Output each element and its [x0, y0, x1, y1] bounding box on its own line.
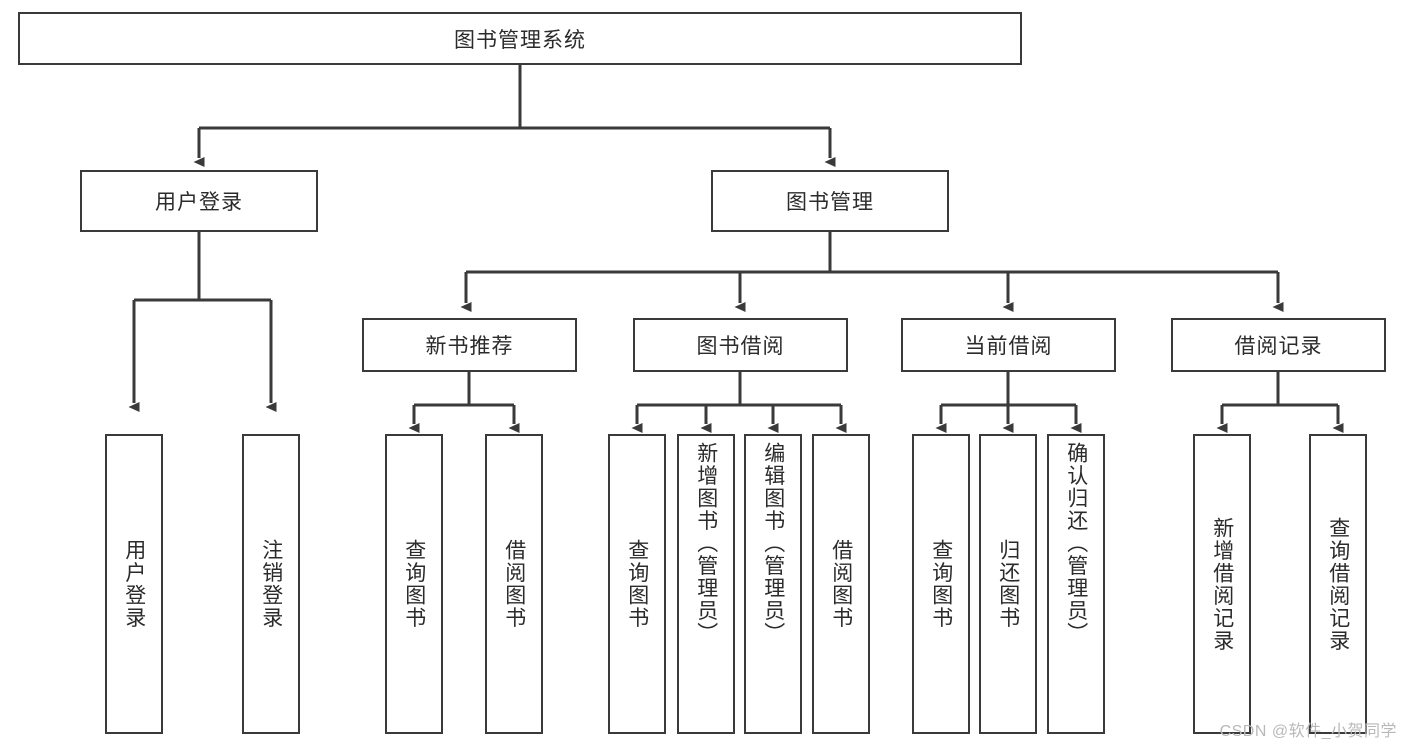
leaf-add-book[interactable]: 新增图书（管理员）	[677, 434, 735, 734]
leaf-edit-book-label: 编辑图书（管理员）	[761, 442, 785, 645]
leaf-logout-label: 注销登录	[259, 539, 283, 629]
leaf-borrow-book-a-label: 借阅图书	[502, 539, 526, 629]
node-borrow-record[interactable]: 借阅记录	[1171, 318, 1386, 372]
leaf-borrow-book-b[interactable]: 借阅图书	[812, 434, 870, 734]
watermark: CSDN @软件_小贺同学	[1219, 723, 1397, 740]
leaf-query-book-c[interactable]: 查询图书	[912, 434, 970, 734]
node-new-book-recommend[interactable]: 新书推荐	[362, 318, 577, 372]
leaf-confirm-return[interactable]: 确认归还（管理员）	[1047, 434, 1105, 734]
leaf-query-record[interactable]: 查询借阅记录	[1309, 434, 1367, 734]
node-book-manage[interactable]: 图书管理	[711, 170, 949, 232]
leaf-add-record-label: 新增借阅记录	[1210, 516, 1234, 652]
leaf-return-book[interactable]: 归还图书	[979, 434, 1037, 734]
leaf-borrow-book-a[interactable]: 借阅图书	[485, 434, 543, 734]
node-root[interactable]: 图书管理系统	[18, 12, 1022, 65]
leaf-user-login[interactable]: 用户登录	[105, 434, 163, 734]
leaf-query-book-c-label: 查询图书	[929, 539, 953, 629]
leaf-query-book-a[interactable]: 查询图书	[385, 434, 443, 734]
node-root-label: 图书管理系统	[454, 28, 586, 52]
node-borrow-record-label: 借阅记录	[1234, 335, 1323, 358]
node-user-login-label: 用户登录	[155, 191, 243, 214]
leaf-user-login-label: 用户登录	[122, 539, 146, 629]
leaf-edit-book[interactable]: 编辑图书（管理员）	[744, 434, 802, 734]
leaf-confirm-return-label: 确认归还（管理员）	[1064, 442, 1088, 645]
leaf-add-book-label: 新增图书（管理员）	[694, 442, 718, 645]
node-current-borrow-label: 当前借阅	[964, 335, 1053, 358]
node-current-borrow[interactable]: 当前借阅	[901, 318, 1116, 372]
leaf-return-book-label: 归还图书	[996, 539, 1020, 629]
node-user-login[interactable]: 用户登录	[80, 170, 318, 232]
leaf-borrow-book-b-label: 借阅图书	[829, 539, 853, 629]
leaf-query-record-label: 查询借阅记录	[1326, 516, 1350, 652]
leaf-query-book-b[interactable]: 查询图书	[608, 434, 666, 734]
leaf-add-record[interactable]: 新增借阅记录	[1193, 434, 1251, 734]
leaf-query-book-b-label: 查询图书	[625, 539, 649, 629]
node-new-book-recommend-label: 新书推荐	[425, 335, 514, 358]
node-book-borrow[interactable]: 图书借阅	[633, 318, 848, 372]
node-book-borrow-label: 图书借阅	[696, 335, 785, 358]
leaf-logout[interactable]: 注销登录	[242, 434, 300, 734]
leaf-query-book-a-label: 查询图书	[402, 539, 426, 629]
node-book-manage-label: 图书管理	[786, 191, 874, 214]
